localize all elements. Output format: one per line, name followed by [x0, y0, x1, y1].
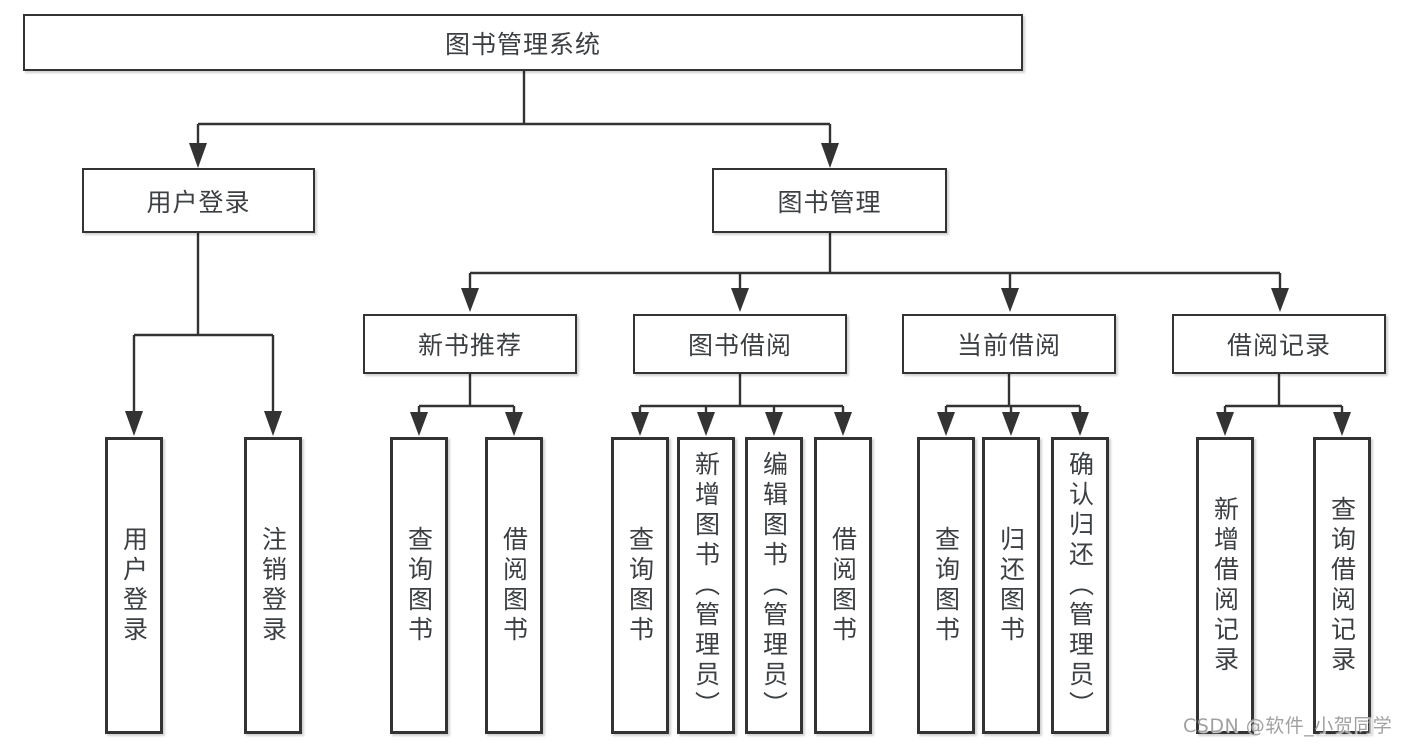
leaf-return-books: 归还图书	[982, 437, 1040, 734]
connector-book-borrow-split	[631, 374, 852, 436]
node-label: 借阅记录	[1226, 331, 1331, 360]
leaf-borrow-books: 借阅图书	[814, 437, 872, 734]
connector-root-split	[189, 70, 839, 168]
connector-borrow-records-split	[1216, 374, 1351, 436]
node-label: 用户登录	[146, 187, 251, 217]
node-label: 图书管理	[777, 187, 882, 217]
leaf-label: 借阅图书	[499, 525, 529, 646]
node-label: 新书推荐	[417, 331, 522, 360]
node-label: 当前借阅	[956, 331, 1061, 360]
leaf-label: 注销登录	[258, 525, 288, 646]
node-current-borrow: 当前借阅	[902, 314, 1116, 374]
connector-user-login-split	[125, 233, 282, 436]
leaf-borrow-books-recommend: 借阅图书	[485, 437, 543, 734]
node-book-manage: 图书管理	[712, 168, 947, 233]
leaf-label: 查询图书	[625, 525, 655, 646]
leaf-label: 新增图书（管理员）	[691, 450, 721, 721]
connector-new-book-split	[410, 374, 523, 436]
leaf-query-books-current: 查询图书	[917, 437, 975, 734]
node-library-management-system: 图书管理系统	[23, 14, 1023, 71]
leaf-label: 查询图书	[931, 525, 961, 646]
leaf-edit-books-admin: 编辑图书（管理员）	[745, 437, 803, 734]
node-label: 图书管理系统	[444, 29, 601, 59]
node-user-login: 用户登录	[82, 168, 315, 233]
leaf-user-login: 用户登录	[105, 437, 163, 734]
leaf-logout: 注销登录	[244, 437, 302, 734]
leaf-label: 编辑图书（管理员）	[759, 450, 789, 721]
leaf-query-borrow-record: 查询借阅记录	[1313, 437, 1371, 734]
leaf-label: 查询借阅记录	[1327, 495, 1357, 676]
node-label: 图书借阅	[687, 331, 792, 360]
node-book-borrow: 图书借阅	[633, 314, 847, 374]
csdn-watermark: CSDN @软件_小贺同学	[1183, 715, 1393, 737]
leaf-label: 借阅图书	[828, 525, 858, 646]
connector-current-borrow-split	[937, 374, 1089, 436]
leaf-label: 确认归还（管理员）	[1065, 450, 1095, 721]
leaf-label: 新增借阅记录	[1210, 495, 1240, 676]
node-new-book-recommend: 新书推荐	[363, 314, 577, 374]
leaf-label: 用户登录	[119, 525, 149, 646]
leaf-query-books-borrow: 查询图书	[611, 437, 669, 734]
node-borrow-records: 借阅记录	[1172, 314, 1386, 374]
leaf-label: 归还图书	[996, 525, 1026, 646]
leaf-query-books-recommend: 查询图书	[390, 437, 448, 734]
leaf-confirm-return-admin: 确认归还（管理员）	[1051, 437, 1109, 734]
leaf-add-books-admin: 新增图书（管理员）	[677, 437, 735, 734]
leaf-add-borrow-record: 新增借阅记录	[1196, 437, 1254, 734]
leaf-label: 查询图书	[404, 525, 434, 646]
connector-book-manage-split	[461, 233, 1289, 312]
